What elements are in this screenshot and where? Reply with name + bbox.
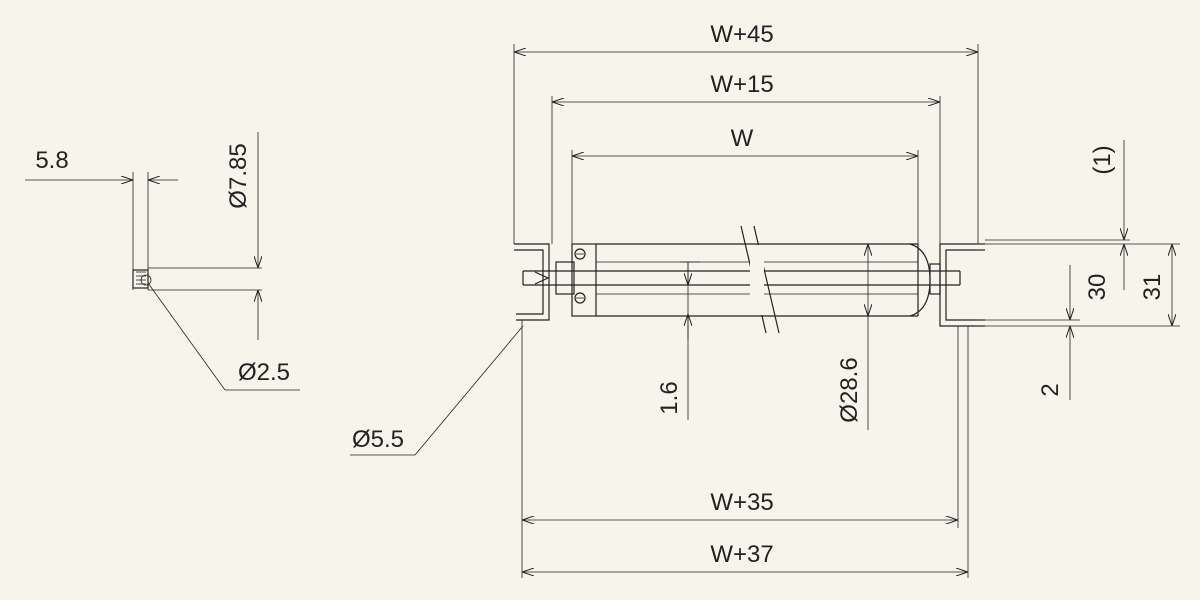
label-shaft-length: 5.8 [35,147,68,174]
label-w-plus-45: W+45 [710,21,773,48]
roller-assembly [514,225,985,334]
label-clearance: (1) [1089,145,1116,174]
label-pin-diameter: Ø7.85 [225,143,252,208]
bottom-dimensions [350,320,969,578]
label-hole-diameter-small: Ø2.5 [238,359,290,386]
shaft-end-detail [25,132,300,391]
right-dimensions [985,140,1180,400]
label-w: W [731,125,754,152]
label-gap-2: 2 [1037,383,1064,396]
label-hole-diameter: Ø5.5 [352,426,404,453]
label-w-plus-35: W+35 [710,489,773,516]
label-height-31: 31 [1139,274,1166,301]
label-w-plus-15: W+15 [710,71,773,98]
middle-dimensions [680,244,868,430]
label-roller-diameter: Ø28.6 [836,357,863,422]
top-dimensions [513,44,979,244]
label-height-30: 30 [1084,274,1111,301]
label-bracket-thickness: 1.6 [656,381,683,414]
label-w-plus-37: W+37 [710,541,773,568]
